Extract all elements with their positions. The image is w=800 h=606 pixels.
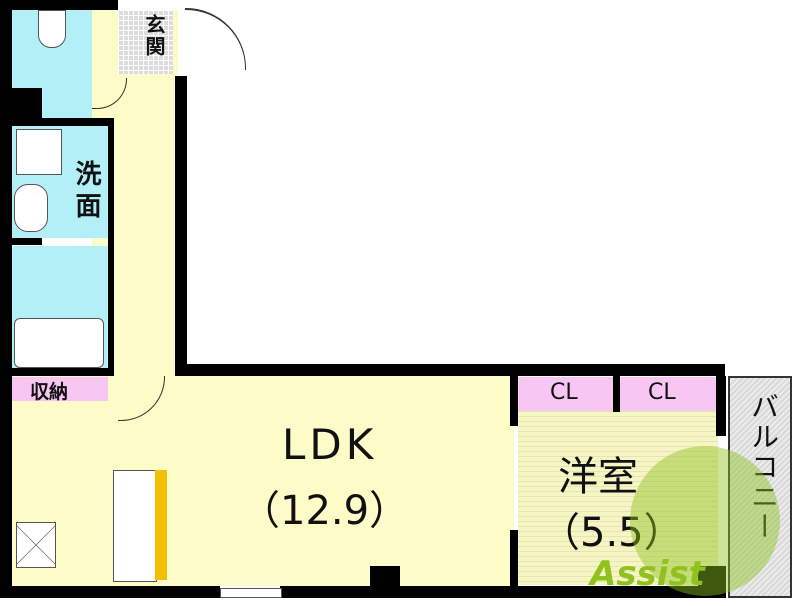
closet-1-label: CL [550, 380, 578, 405]
wall [12, 118, 112, 126]
closet-1 [518, 377, 613, 411]
wall [175, 364, 725, 376]
kitchen-edge [155, 470, 167, 580]
wall [0, 0, 118, 10]
ldk [12, 376, 514, 586]
wall [280, 586, 725, 598]
balcony [728, 376, 792, 598]
ventilation-icon [16, 522, 56, 568]
wall [0, 0, 12, 598]
wall [175, 76, 187, 376]
entrance-label: 玄関 [142, 14, 166, 58]
wall [698, 566, 726, 598]
wall [510, 376, 518, 426]
bathtub-icon [14, 318, 104, 368]
wall [613, 376, 620, 412]
wall [108, 118, 114, 376]
wall [370, 566, 400, 588]
wall [12, 238, 42, 245]
storage-label: 収納 [30, 381, 69, 403]
toilet-icon [38, 10, 66, 48]
washroom-label: 洗面 [71, 160, 101, 224]
kitchen-counter [113, 470, 157, 582]
western-room-size: （5.5） [540, 510, 684, 556]
balcony-label: バルコニー [747, 392, 780, 542]
window [220, 588, 282, 598]
ldk-label: LDK [282, 420, 378, 469]
ldk-size: （12.9） [240, 488, 410, 534]
entrance-door[interactable] [185, 8, 246, 70]
storage [12, 377, 108, 401]
wall [0, 586, 220, 598]
washing-machine-icon [16, 129, 62, 175]
western-room-label: 洋室 [558, 454, 638, 500]
entrance-area [118, 10, 173, 74]
wall [12, 368, 112, 376]
watermark-text: Assist [590, 554, 705, 594]
closet-2 [620, 377, 716, 411]
wall [510, 530, 518, 588]
sink-icon [14, 184, 48, 232]
wall [716, 376, 726, 436]
closet-2-label: CL [648, 380, 676, 405]
pipe-shaft [12, 88, 42, 118]
watermark-logo [630, 446, 780, 596]
